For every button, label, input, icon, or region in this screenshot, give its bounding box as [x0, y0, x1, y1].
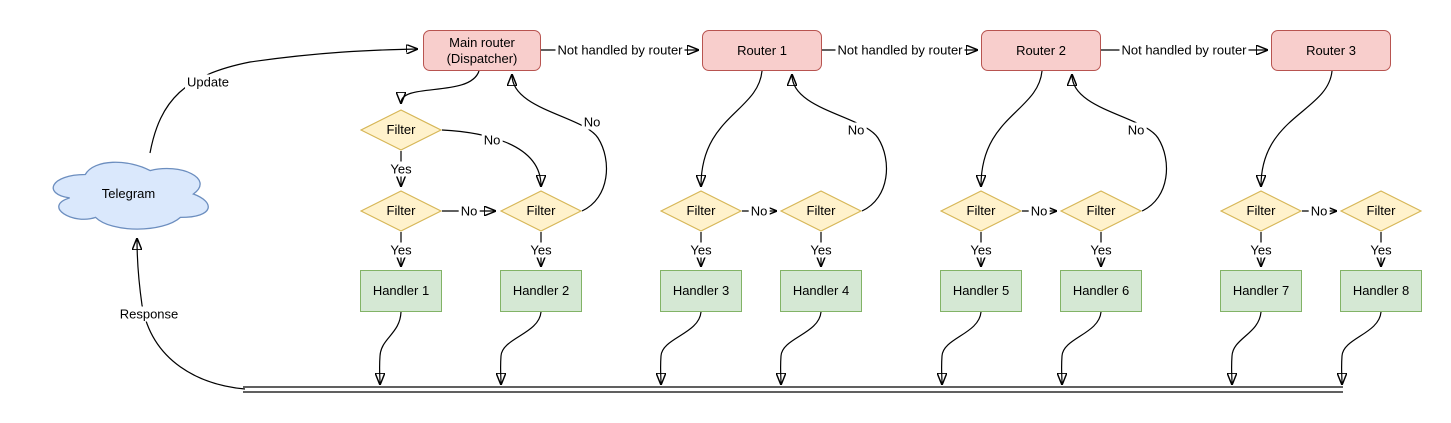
handler-6-node: Handler 6: [1060, 270, 1142, 312]
label-yes: Yes: [388, 161, 414, 177]
label-no: No: [1028, 203, 1050, 219]
handler-5-node: Handler 5: [940, 270, 1022, 312]
filter-node-main-left: Filter: [360, 190, 442, 232]
edge-handler5-to-bus: [942, 311, 982, 384]
handler-8-node: Handler 8: [1340, 270, 1422, 312]
router-1-node: Router 1: [702, 30, 822, 71]
filter-label: Filter: [966, 203, 996, 218]
cloud-shape-icon: [52, 161, 209, 230]
handler-8-label: Handler 8: [1352, 283, 1410, 298]
label-no: No: [748, 203, 770, 219]
filter-node-main-right: Filter: [500, 190, 582, 232]
label-yes: Yes: [1088, 242, 1114, 258]
filter-label: Filter: [1086, 203, 1116, 218]
edge-handler7-to-bus: [1232, 311, 1262, 384]
label-no: No: [845, 122, 867, 138]
filter-label: Filter: [386, 203, 416, 218]
edge-handler4-to-bus: [781, 311, 822, 384]
edge-router3-to-filter: [1261, 70, 1333, 186]
edge-handler2-to-bus: [501, 311, 542, 384]
edge-update: [149, 49, 417, 154]
router-3-node: Router 3: [1271, 30, 1391, 71]
label-yes: Yes: [528, 242, 554, 258]
handler-5-label: Handler 5: [952, 283, 1010, 298]
label-no: No: [581, 114, 603, 130]
label-yes: Yes: [968, 242, 994, 258]
handler-7-label: Handler 7: [1232, 283, 1290, 298]
edge-r1-filter-right-no-return: [792, 75, 888, 212]
filter-node-r2-right: Filter: [1060, 190, 1142, 232]
handler-4-label: Handler 4: [792, 283, 850, 298]
router-2-node: Router 2: [981, 30, 1101, 71]
label-not-handled-2: Not handled by router: [835, 42, 965, 58]
label-response: Response: [117, 306, 181, 322]
filter-label: Filter: [806, 203, 836, 218]
filter-label: Filter: [1246, 203, 1276, 218]
main-router-label-line2: (Dispatcher): [446, 50, 518, 66]
filter-label: Filter: [686, 203, 716, 218]
filter-node-r1-right: Filter: [780, 190, 862, 232]
label-yes: Yes: [688, 242, 714, 258]
filter-node-r1-left: Filter: [660, 190, 742, 232]
main-router-label-line1: Main router: [449, 34, 515, 50]
handler-1-node: Handler 1: [360, 270, 442, 312]
label-yes: Yes: [1248, 242, 1274, 258]
label-no: No: [458, 203, 480, 219]
edge-router2-to-filter: [981, 70, 1043, 186]
edge-main-filter-right-no-return: [512, 75, 608, 212]
filter-node-r3-left: Filter: [1220, 190, 1302, 232]
router-3-label: Router 3: [1306, 42, 1356, 58]
edge-handler1-to-bus: [380, 311, 402, 384]
router-1-label: Router 1: [737, 42, 787, 58]
label-no: No: [1308, 203, 1330, 219]
edge-handler8-to-bus: [1342, 311, 1382, 384]
filter-node-main-top: Filter: [360, 109, 442, 151]
label-no: No: [481, 132, 503, 148]
label-not-handled-3: Not handled by router: [1119, 42, 1249, 58]
label-yes: Yes: [808, 242, 834, 258]
handler-1-label: Handler 1: [372, 283, 430, 298]
handler-7-node: Handler 7: [1220, 270, 1302, 312]
edge-r2-filter-right-no-return: [1072, 75, 1168, 212]
label-yes: Yes: [1368, 242, 1394, 258]
edge-main-to-filter-top: [401, 70, 480, 103]
handler-6-label: Handler 6: [1072, 283, 1130, 298]
edge-filter-top-no: [441, 129, 541, 186]
filter-node-r3-right: Filter: [1340, 190, 1422, 232]
edge-router1-to-filter: [701, 70, 763, 186]
handler-3-label: Handler 3: [672, 283, 730, 298]
edge-handler3-to-bus: [661, 311, 702, 384]
label-yes: Yes: [388, 242, 414, 258]
filter-label: Filter: [386, 122, 416, 137]
telegram-label: Telegram: [101, 186, 156, 201]
label-not-handled-1: Not handled by router: [555, 42, 685, 58]
router-2-label: Router 2: [1016, 42, 1066, 58]
label-update: Update: [185, 74, 231, 90]
handler-2-node: Handler 2: [500, 270, 582, 312]
handler-2-label: Handler 2: [512, 283, 570, 298]
filter-label: Filter: [526, 203, 556, 218]
handler-3-node: Handler 3: [660, 270, 742, 312]
telegram-cloud: Telegram: [42, 155, 215, 233]
edge-handler6-to-bus: [1062, 311, 1102, 384]
filter-node-r2-left: Filter: [940, 190, 1022, 232]
label-no: No: [1125, 122, 1147, 138]
handler-4-node: Handler 4: [780, 270, 862, 312]
filter-label: Filter: [1366, 203, 1396, 218]
main-router-node: Main router (Dispatcher): [423, 30, 541, 71]
